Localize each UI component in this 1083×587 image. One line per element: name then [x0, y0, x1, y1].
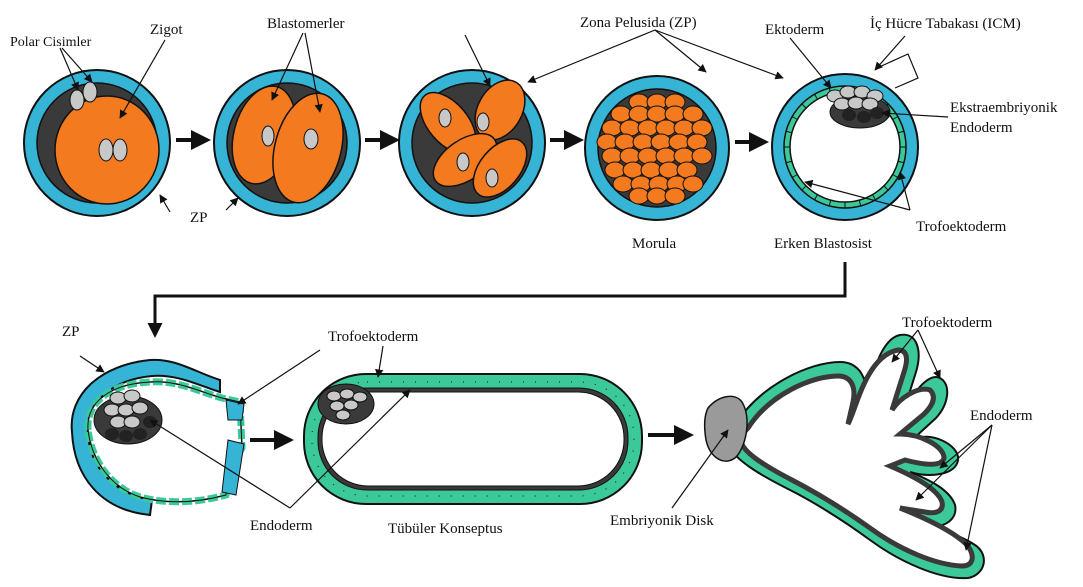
morula-cell	[620, 148, 640, 164]
filamentous-conceptus-stage	[705, 335, 984, 578]
icm-cluster	[827, 86, 890, 128]
label-blastomeres: Blastomerler	[267, 16, 344, 32]
zygote-stage	[24, 70, 170, 216]
morula-cell	[633, 134, 653, 150]
label-morula: Morula	[632, 236, 677, 252]
label-zp-stage1: ZP	[190, 210, 208, 226]
morula-cell	[692, 120, 712, 136]
label-trophectoderm-tubular: Trofoektoderm	[328, 329, 419, 345]
morula-cell	[615, 134, 635, 150]
tubular-conceptus-stage	[304, 374, 642, 504]
label-extraembryonic: Ekstraembriyonik	[950, 100, 1058, 116]
label-endoderm-tubular: Endoderm	[250, 518, 313, 534]
label-extraembryonic-endoderm: Endoderm	[950, 120, 1013, 136]
morula-cell	[665, 106, 685, 122]
hatching-blastocyst-stage	[72, 360, 244, 515]
label-trophectoderm-blastocyst: Trofoektoderm	[916, 219, 1007, 235]
morula-cell	[683, 176, 703, 192]
label-trophectoderm-filamentous: Trofoektoderm	[902, 315, 993, 331]
morula-cell	[683, 106, 703, 122]
two-cell-stage	[214, 70, 360, 216]
morula-cell	[665, 188, 685, 204]
label-ectoderm: Ektoderm	[765, 22, 824, 38]
morula-cell	[613, 176, 633, 192]
morula-cell	[602, 120, 622, 136]
morula-cell	[629, 188, 649, 204]
morula-cell	[602, 148, 622, 164]
morula-cell	[656, 120, 676, 136]
label-tubular-conceptus: Tübüler Konseptus	[388, 521, 503, 537]
label-endoderm-filamentous: Endoderm	[970, 408, 1033, 424]
morula-cell	[687, 134, 707, 150]
label-zygote: Zigot	[150, 22, 183, 38]
morula-cell	[656, 148, 676, 164]
label-polar-bodies: Polar Cisimler	[10, 35, 92, 50]
row-connector-arrow	[155, 262, 845, 335]
label-embryonic-disc: Embriyonik Disk	[610, 513, 714, 529]
morula-cell	[597, 134, 617, 150]
morula-cell	[647, 106, 667, 122]
morula-cell	[638, 148, 658, 164]
morula-cell	[629, 106, 649, 122]
morula-cell	[620, 120, 640, 136]
label-zona-pellucida: Zona Pelusida (ZP)	[580, 15, 697, 31]
morula-cell	[611, 106, 631, 122]
label-early-blastocyst: Erken Blastosist	[774, 236, 873, 252]
morula-cell	[674, 120, 694, 136]
morula-cell	[669, 134, 689, 150]
early-blastocyst-stage	[772, 74, 918, 220]
morula-cell	[674, 148, 694, 164]
four-cell-stage	[399, 70, 545, 216]
morula-cell	[651, 134, 671, 150]
label-zp-hatching: ZP	[62, 324, 80, 340]
morula-stage	[585, 76, 729, 220]
morula-cell	[647, 188, 667, 204]
morula-cell	[692, 148, 712, 164]
morula-cell	[638, 120, 658, 136]
tubular-icm	[318, 384, 374, 424]
label-icm: İç Hücre Tabakası (ICM)	[870, 16, 1021, 32]
